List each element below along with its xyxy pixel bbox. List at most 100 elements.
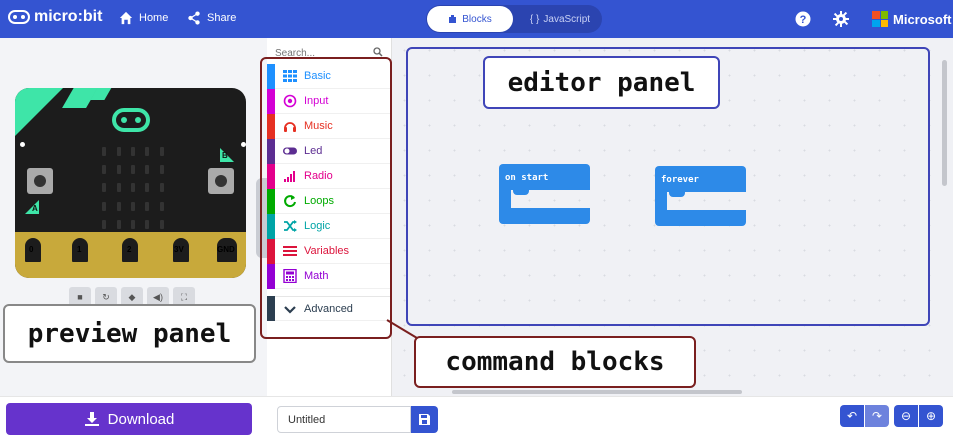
braces-icon: { } [529, 13, 540, 25]
board-stripe [15, 88, 63, 136]
signal-icon [284, 171, 295, 182]
pin-2[interactable]: 2 [119, 235, 141, 265]
pin-0[interactable]: 0 [22, 235, 44, 265]
stop-icon[interactable]: ■ [69, 287, 91, 307]
chevron-down-icon [284, 305, 296, 314]
download-button[interactable]: Download [6, 403, 252, 435]
category-color-bar [267, 213, 275, 239]
zoom-in-button[interactable]: ⊕ [919, 405, 943, 427]
block-notch [513, 189, 529, 195]
horizontal-scrollbar[interactable] [452, 390, 742, 394]
button-a[interactable] [27, 168, 53, 194]
command-blocks-outline [260, 57, 392, 339]
slowmo-icon[interactable]: ◆ [121, 287, 143, 307]
download-label: Download [107, 410, 175, 428]
calculator-icon [283, 269, 297, 283]
board-hole-dot [20, 142, 25, 147]
category-logic[interactable]: Logic [267, 213, 392, 239]
input-icon [283, 94, 297, 108]
category-color-bar [267, 138, 275, 164]
command-blocks-label: command blocks [414, 336, 696, 388]
pin-label: GND [217, 245, 235, 254]
help-icon[interactable]: ? [795, 11, 811, 27]
microsoft-label: Microsoft [893, 11, 952, 27]
pin-label: 0 [29, 245, 34, 254]
pin-1[interactable]: 1 [69, 235, 91, 265]
download-icon [84, 412, 99, 426]
category-advanced[interactable]: Advanced [267, 296, 392, 321]
category-color-bar [267, 113, 275, 139]
category-label: Radio [304, 170, 333, 182]
pin-label: 1 [77, 245, 82, 254]
category-label: Loops [304, 195, 334, 207]
top-bar: micro:bit Home Share Blocks { } JavaScri… [0, 0, 953, 38]
home-label: Home [139, 12, 169, 24]
category-radio[interactable]: Radio [267, 163, 392, 189]
svg-text:?: ? [800, 14, 807, 26]
category-color-bar [267, 188, 275, 214]
button-a-marker [25, 200, 39, 214]
category-basic[interactable]: Basic [267, 63, 392, 89]
javascript-tab[interactable]: { } JavaScript [518, 5, 602, 33]
project-name-input[interactable] [277, 406, 411, 433]
microsoft-logo[interactable]: Microsoft [872, 11, 952, 27]
undo-icon: ↶ [846, 409, 858, 423]
save-icon [419, 414, 430, 425]
category-color-bar [267, 296, 275, 321]
share-button[interactable]: Share [187, 11, 236, 25]
zoom-in-icon: ⊕ [925, 409, 937, 423]
zoom-out-button[interactable]: ⊖ [894, 405, 918, 427]
category-color-bar [267, 63, 275, 89]
category-label: Math [304, 270, 329, 282]
vertical-scrollbar[interactable] [942, 60, 947, 186]
gear-icon[interactable] [833, 11, 849, 27]
pin-label: 3V [174, 245, 184, 254]
pin-gnd[interactable]: GND [214, 235, 240, 265]
microbit-board: A B 0 1 2 3V GND [15, 88, 246, 278]
logo-text: micro:bit [34, 8, 103, 25]
simulator-controls: ■ ↻ ◆ ◀) ⛶ [69, 287, 195, 307]
category-label: Variables [304, 245, 350, 257]
board-logo[interactable] [112, 108, 150, 132]
category-led[interactable]: Led [267, 138, 392, 164]
search-icon[interactable] [373, 47, 383, 57]
pin-3v[interactable]: 3V [170, 235, 192, 265]
block-foot [655, 210, 746, 226]
category-loops[interactable]: Loops [267, 188, 392, 214]
toggle-icon [283, 147, 297, 155]
refresh-icon [284, 195, 296, 208]
undo-button[interactable]: ↶ [840, 405, 864, 427]
on-start-block[interactable]: on start [499, 164, 590, 224]
led-matrix [97, 142, 169, 234]
category-label: Basic [304, 70, 331, 82]
home-button[interactable]: Home [119, 11, 168, 25]
category-input[interactable]: Input [267, 88, 392, 114]
save-button[interactable] [411, 406, 438, 433]
editor-panel-outline [406, 47, 930, 326]
pin-label: 2 [127, 245, 132, 254]
block-label: on start [499, 164, 590, 190]
microbit-logo-icon [8, 10, 30, 24]
board-hole-dot [241, 142, 246, 147]
grid-icon [283, 70, 297, 82]
category-label: Advanced [304, 302, 353, 315]
category-color-bar [267, 238, 275, 264]
category-label: Music [304, 120, 333, 132]
block-foot [499, 208, 590, 224]
share-label: Share [207, 12, 237, 24]
mute-icon[interactable]: ◀) [147, 287, 169, 307]
microbit-logo[interactable]: micro:bit [8, 8, 102, 26]
redo-button[interactable]: ↷ [865, 405, 889, 427]
screenshot-icon[interactable]: ⛶ [173, 287, 195, 307]
category-music[interactable]: Music [267, 113, 392, 139]
block-label: forever [655, 166, 746, 192]
button-b-marker [220, 148, 234, 162]
category-variables[interactable]: Variables [267, 238, 392, 264]
block-arm [655, 191, 667, 211]
blocks-tab[interactable]: Blocks [427, 6, 513, 32]
connector-line [386, 319, 418, 339]
button-b[interactable] [208, 168, 234, 194]
forever-block[interactable]: forever [655, 166, 746, 226]
restart-icon[interactable]: ↻ [95, 287, 117, 307]
category-math[interactable]: Math [267, 263, 392, 289]
